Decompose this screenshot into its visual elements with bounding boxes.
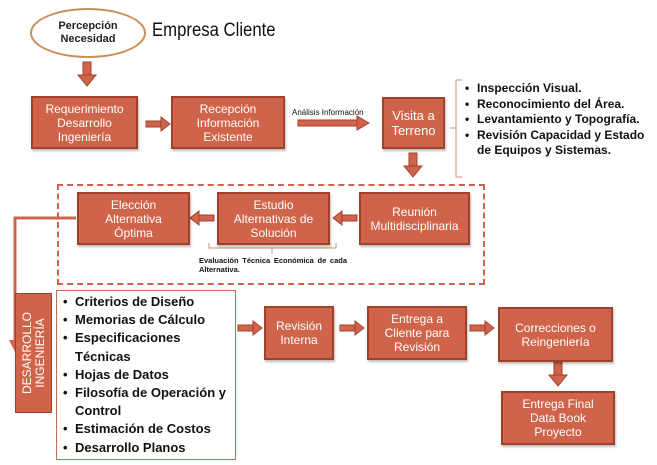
node-eleccion: Elección Alternativa Óptima — [77, 192, 190, 245]
node-correcciones: Correcciones o Reingeniería — [498, 307, 613, 362]
bracket-estudio — [208, 243, 337, 254]
node-desarrollo-ingenieria: DESARROLLO INGENIERÍA — [15, 293, 52, 413]
arrow-right-2 — [237, 320, 263, 336]
deliverable-item: Hojas de Datos — [61, 366, 237, 384]
arrow-right-4 — [469, 320, 495, 336]
arrow-down-start — [76, 61, 98, 87]
deliverable-item: Filosofía de Operación y Control — [61, 384, 237, 420]
node-revision-interna: Revisión Interna — [264, 306, 334, 360]
bracket-visita — [450, 79, 462, 178]
deliverable-item: Memorias de Cálculo — [61, 311, 237, 329]
node-requerimiento: Requerimiento Desarrollo Ingeniería — [31, 96, 138, 149]
label-analisis: Análisis Información — [292, 108, 364, 117]
arrow-right-analysis — [297, 115, 370, 131]
deliverable-item: Especificaciones Técnicas — [61, 329, 237, 365]
deliverable-item: Criterios de Diseño — [61, 293, 237, 311]
diagram-title: Empresa Cliente — [152, 20, 276, 41]
deliverable-item: Desarrollo Planos — [61, 439, 237, 457]
visita-detail-item: Revisión Capacidad y Estado de Equipos y… — [463, 128, 657, 159]
deliverables-list: Criterios de Diseño Memorias de Cálculo … — [61, 293, 237, 457]
visita-details-list: Inspección Visual. Reconocimiento del Ár… — [463, 81, 657, 159]
dashed-frame-analysis — [57, 184, 485, 285]
visita-detail-item: Levantamiento y Topografía. — [463, 112, 657, 128]
arrow-down-correcciones — [547, 361, 569, 387]
node-estudio: Estudio Alternativas de Solución — [217, 192, 330, 245]
start-node-percepcion: Percepción Necesidad — [30, 8, 146, 58]
arrow-down-visita — [402, 152, 424, 178]
node-recepcion: Recepción Información Existente — [171, 96, 285, 149]
arrow-right-3 — [339, 320, 365, 336]
node-reunion: Reunión Multidisciplinaria — [359, 192, 470, 245]
node-visita: Visita a Terreno — [382, 97, 445, 149]
visita-detail-item: Inspección Visual. — [463, 81, 657, 97]
deliverable-item: Estimación de Costos — [61, 420, 237, 438]
arrow-right-1 — [145, 116, 171, 132]
node-entrega-cliente: Entrega a Cliente para Revisión — [367, 306, 467, 360]
deliverables-box: Criterios de Diseño Memorias de Cálculo … — [56, 290, 236, 460]
visita-detail-item: Reconocimiento del Área. — [463, 97, 657, 113]
label-evaluacion: Evaluación Técnica Económica de cada Alt… — [199, 256, 347, 274]
vertical-label: DESARROLLO INGENIERÍA — [19, 311, 47, 395]
node-entrega-final: Entrega Final Data Book Proyecto — [501, 391, 615, 445]
